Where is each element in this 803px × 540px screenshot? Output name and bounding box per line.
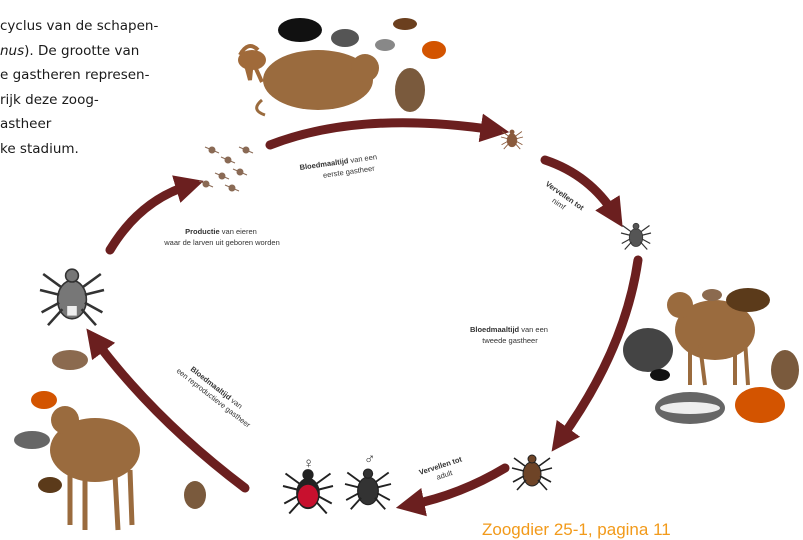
label-first-meal: Bloedmaaltijd van een eerste gastheer	[299, 152, 381, 183]
label-second-meal-rest: van een	[519, 325, 548, 334]
larva-tick-icon	[501, 130, 523, 149]
female-symbol: ♀	[303, 455, 314, 472]
engorged-tick-icon	[40, 269, 104, 325]
nymph-tick-icon	[621, 223, 651, 249]
label-molt-adult: Vervellen tot adult	[418, 454, 468, 487]
label-production: Productie van eieren waar de larven uit …	[163, 227, 280, 247]
adult-tick-icon	[512, 455, 552, 490]
label-second-meal-l2: tweede gastheer	[482, 336, 538, 345]
label-production-bold: Productie	[185, 227, 220, 236]
label-repro-meal-l2: een reproductieve gastheer	[175, 366, 253, 430]
male-tick-icon	[345, 469, 391, 509]
larvae-icon	[199, 147, 253, 191]
label-molt-nymph: Vervellen tot nimf	[538, 179, 587, 221]
female-tick-icon	[283, 470, 333, 514]
label-production-l2: waar de larven uit geboren worden	[163, 238, 280, 247]
first-host-cluster-icon	[238, 18, 446, 115]
label-repro-meal: Bloedmaaltijd van een reproductieve gast…	[175, 358, 259, 429]
arrow-to-first-host	[270, 123, 495, 145]
label-second-meal-bold: Bloedmaaltijd	[470, 325, 520, 334]
label-molt-nymph-l1: Vervellen tot	[544, 179, 586, 212]
reproductive-host-cluster-icon	[14, 350, 206, 530]
page-reference: Zoogdier 25-1, pagina 11	[482, 520, 671, 540]
second-host-cluster-icon	[623, 288, 799, 424]
label-second-meal: Bloedmaaltijd van een tweede gastheer	[470, 325, 550, 345]
label-production-rest: van eieren	[220, 227, 257, 236]
male-symbol: ♂	[364, 451, 375, 468]
